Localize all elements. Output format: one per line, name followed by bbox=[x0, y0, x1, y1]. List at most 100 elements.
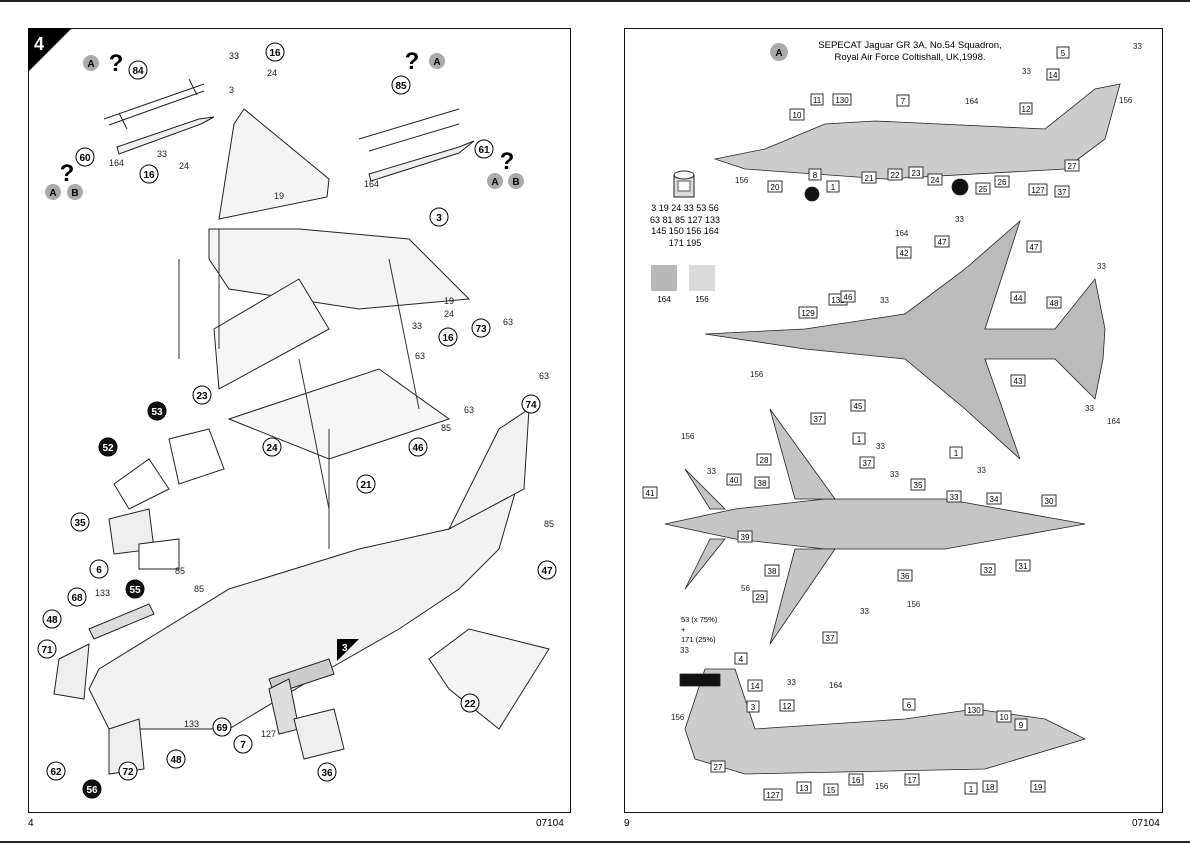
svg-text:16: 16 bbox=[852, 776, 861, 785]
svg-text:?: ? bbox=[500, 148, 515, 175]
svg-text:33: 33 bbox=[680, 646, 689, 655]
svg-text:A: A bbox=[87, 59, 94, 70]
svg-text:14: 14 bbox=[1049, 71, 1058, 80]
svg-text:63: 63 bbox=[539, 371, 549, 381]
svg-text:7: 7 bbox=[240, 740, 246, 751]
svg-text:53: 53 bbox=[151, 407, 163, 418]
svg-text:22: 22 bbox=[464, 699, 476, 710]
svg-text:17: 17 bbox=[908, 776, 917, 785]
svg-text:3: 3 bbox=[229, 85, 234, 95]
svg-text:26: 26 bbox=[998, 178, 1007, 187]
svg-text:63: 63 bbox=[464, 405, 474, 415]
svg-text:21: 21 bbox=[360, 480, 372, 491]
svg-text:62: 62 bbox=[50, 767, 62, 778]
svg-text:13: 13 bbox=[800, 784, 809, 793]
assembly-drawing: 84 16 60 85 61 16 3 16 73 74 23 24 53 52… bbox=[37, 42, 557, 799]
svg-text:133: 133 bbox=[184, 719, 199, 729]
aircraft-top-view bbox=[704, 219, 1106, 460]
svg-text:156: 156 bbox=[671, 713, 685, 722]
svg-text:16: 16 bbox=[269, 48, 281, 59]
svg-text:68: 68 bbox=[71, 593, 83, 604]
svg-text:69: 69 bbox=[216, 723, 228, 734]
svg-text:85: 85 bbox=[441, 423, 451, 433]
svg-text:56: 56 bbox=[741, 584, 750, 593]
svg-text:14: 14 bbox=[751, 682, 760, 691]
svg-text:56: 56 bbox=[86, 785, 98, 796]
svg-text:6: 6 bbox=[907, 701, 912, 710]
svg-text:37: 37 bbox=[863, 459, 872, 468]
svg-text:27: 27 bbox=[1068, 162, 1077, 171]
svg-text:85: 85 bbox=[194, 584, 204, 594]
svg-text:25: 25 bbox=[979, 185, 988, 194]
svg-text:47: 47 bbox=[541, 566, 553, 577]
right-page-code: 07104 bbox=[1132, 818, 1160, 829]
svg-text:33: 33 bbox=[876, 442, 885, 451]
svg-text:39: 39 bbox=[741, 533, 750, 542]
svg-text:36: 36 bbox=[901, 572, 910, 581]
svg-text:130: 130 bbox=[967, 706, 981, 715]
painting-panel: 5 14 11 130 7 10 12 8 1 20 21 22 23 24 2… bbox=[624, 28, 1163, 813]
svg-text:28: 28 bbox=[760, 456, 769, 465]
svg-text:45: 45 bbox=[854, 402, 863, 411]
paint-codes-line-2: 63 81 85 127 133 bbox=[649, 214, 721, 225]
mix-note: 53 (x 75%) + 171 (25%) bbox=[681, 615, 717, 645]
svg-text:21: 21 bbox=[865, 174, 874, 183]
aircraft-bottom-view bbox=[664, 408, 1086, 645]
svg-text:33: 33 bbox=[860, 607, 869, 616]
svg-text:19: 19 bbox=[1034, 783, 1043, 792]
svg-text:24: 24 bbox=[444, 309, 454, 319]
step-number: 4 bbox=[34, 34, 44, 54]
svg-text:72: 72 bbox=[122, 767, 134, 778]
svg-text:129: 129 bbox=[801, 309, 815, 318]
svg-text:164: 164 bbox=[829, 681, 843, 690]
svg-text:85: 85 bbox=[395, 81, 407, 92]
svg-text:33: 33 bbox=[890, 470, 899, 479]
svg-text:156: 156 bbox=[907, 600, 921, 609]
svg-text:127: 127 bbox=[261, 729, 276, 739]
svg-text:3: 3 bbox=[342, 643, 348, 654]
svg-text:12: 12 bbox=[1022, 105, 1031, 114]
svg-text:156: 156 bbox=[681, 432, 695, 441]
swatch-156-label: 156 bbox=[695, 295, 709, 304]
svg-text:46: 46 bbox=[844, 293, 853, 302]
paint-codes-line-4: 171 195 bbox=[668, 237, 702, 248]
svg-text:33: 33 bbox=[1097, 262, 1106, 271]
svg-text:164: 164 bbox=[109, 158, 124, 168]
svg-text:44: 44 bbox=[1014, 294, 1023, 303]
svg-text:6: 6 bbox=[96, 565, 102, 576]
svg-text:33: 33 bbox=[1022, 67, 1031, 76]
svg-text:19: 19 bbox=[274, 191, 284, 201]
svg-text:A: A bbox=[775, 48, 782, 59]
svg-text:47: 47 bbox=[1030, 243, 1039, 252]
svg-text:38: 38 bbox=[768, 567, 777, 576]
svg-text:85: 85 bbox=[544, 519, 554, 529]
swatch-156 bbox=[689, 265, 715, 291]
svg-text:24: 24 bbox=[179, 161, 189, 171]
svg-text:156: 156 bbox=[750, 370, 764, 379]
assembly-panel: 84 16 60 85 61 16 3 16 73 74 23 24 53 52… bbox=[28, 28, 571, 813]
svg-text:164: 164 bbox=[965, 97, 979, 106]
svg-text:24: 24 bbox=[931, 176, 940, 185]
left-page-code: 07104 bbox=[536, 818, 564, 829]
svg-text:33: 33 bbox=[787, 678, 796, 687]
paint-codes-line-3: 145 150 156 164 bbox=[651, 226, 719, 236]
svg-text:63: 63 bbox=[415, 351, 425, 361]
svg-text:130: 130 bbox=[835, 96, 849, 105]
svg-text:20: 20 bbox=[771, 183, 780, 192]
svg-text:16: 16 bbox=[442, 333, 454, 344]
scheme-variant-badge: A bbox=[770, 43, 788, 61]
svg-text:40: 40 bbox=[730, 476, 739, 485]
scheme-title-line-2: Royal Air Force Coltishall, UK,1998. bbox=[834, 52, 986, 63]
svg-text:8: 8 bbox=[813, 171, 818, 180]
svg-text:131: 131 bbox=[831, 296, 845, 305]
svg-text:?: ? bbox=[60, 160, 75, 187]
svg-text:11: 11 bbox=[813, 96, 822, 105]
svg-text:4: 4 bbox=[739, 655, 744, 664]
svg-text:71: 71 bbox=[41, 645, 53, 656]
svg-text:10: 10 bbox=[1000, 713, 1009, 722]
svg-text:38: 38 bbox=[758, 479, 767, 488]
svg-text:1: 1 bbox=[954, 449, 959, 458]
svg-text:12: 12 bbox=[783, 702, 792, 711]
svg-text:133: 133 bbox=[95, 588, 110, 598]
svg-text:24: 24 bbox=[266, 443, 278, 454]
